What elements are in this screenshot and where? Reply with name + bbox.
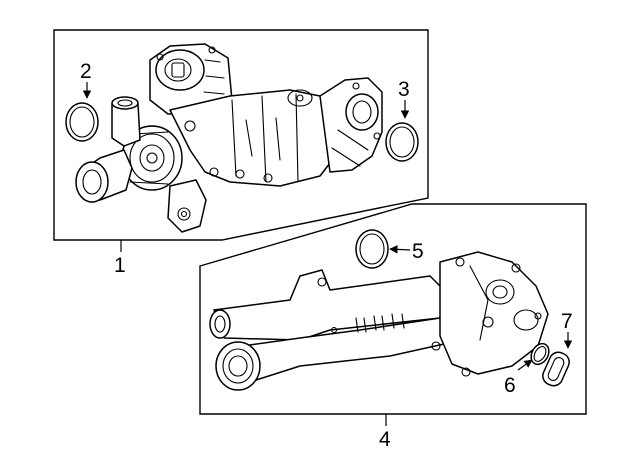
leader-line-6: [517, 359, 533, 371]
water-pump-frame: [53, 29, 429, 241]
callout-5: 5: [412, 240, 424, 263]
seal-part-6[interactable]: [528, 340, 553, 367]
thermostat-frame: [199, 203, 587, 415]
callout-1: 1: [114, 254, 126, 277]
seal-part-7[interactable]: [540, 349, 572, 388]
thermostat-group: 5 6 7 4: [199, 203, 587, 451]
water-pump-assembly[interactable]: [75, 43, 383, 233]
callout-4: 4: [379, 428, 391, 451]
water-pump-group: 2 3 1: [53, 29, 429, 277]
o-ring-part-3[interactable]: [385, 122, 419, 162]
callout-6: 6: [504, 374, 516, 397]
o-ring-part-2[interactable]: [65, 102, 99, 142]
callout-3: 3: [398, 78, 410, 101]
o-ring-part-5[interactable]: [355, 229, 389, 269]
callout-7: 7: [561, 310, 573, 333]
callout-2: 2: [80, 60, 92, 83]
leader-line-5: [389, 245, 411, 254]
coolant-pipe-assembly[interactable]: [209, 251, 549, 391]
